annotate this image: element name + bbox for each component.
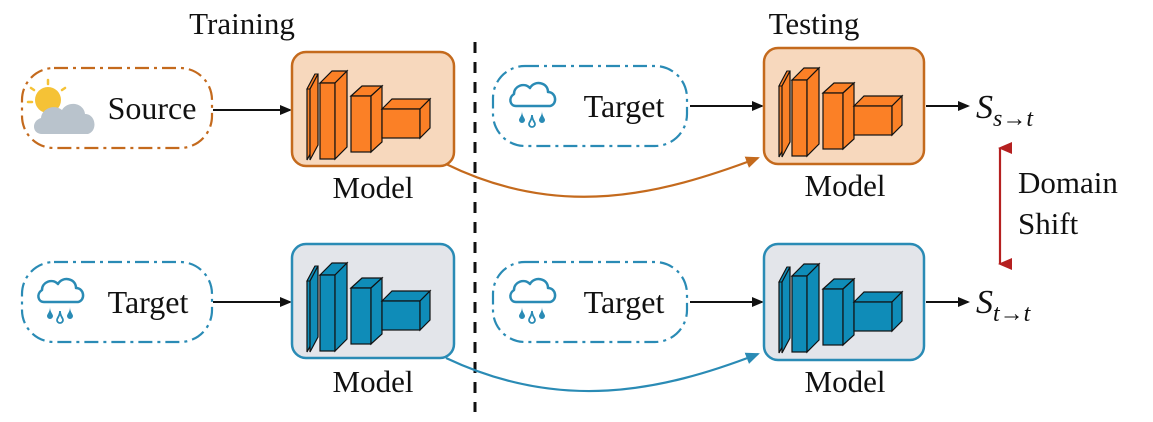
- model-box-test-bottom: [762, 242, 926, 362]
- model-label-train-bottom: Model: [333, 364, 414, 399]
- model-box-train-bottom: [290, 242, 456, 360]
- target-pill-train-bottom: Target: [20, 260, 214, 344]
- output-s-to-t: Ss→t: [976, 89, 1034, 132]
- target-pill-test-bottom-label: Target: [584, 284, 665, 320]
- output-t-to-t: St→t: [976, 284, 1032, 327]
- source-pill-label: Source: [108, 90, 197, 126]
- sun-cloud-icon: [26, 78, 95, 134]
- domain-shift-line1: Domain: [1018, 165, 1118, 200]
- source-pill: Source: [20, 66, 214, 150]
- model-label-test-top: Model: [805, 168, 886, 203]
- testing-header: Testing: [769, 6, 860, 41]
- target-pill-train-bottom-label: Target: [108, 284, 189, 320]
- domain-shift-line2: Shift: [1018, 206, 1079, 241]
- model-box-test-top: [762, 46, 926, 166]
- target-pill-test-top: Target: [491, 64, 689, 148]
- target-pill-test-top-label: Target: [584, 88, 665, 124]
- model-label-train-top: Model: [333, 170, 414, 205]
- weight-transfer-arrow-source: [445, 156, 760, 198]
- weight-transfer-arrow-target: [445, 352, 760, 393]
- training-header: Training: [189, 6, 295, 41]
- model-label-test-bottom: Model: [805, 364, 886, 399]
- target-pill-test-bottom: Target: [491, 260, 689, 344]
- model-box-train-top: [290, 50, 456, 168]
